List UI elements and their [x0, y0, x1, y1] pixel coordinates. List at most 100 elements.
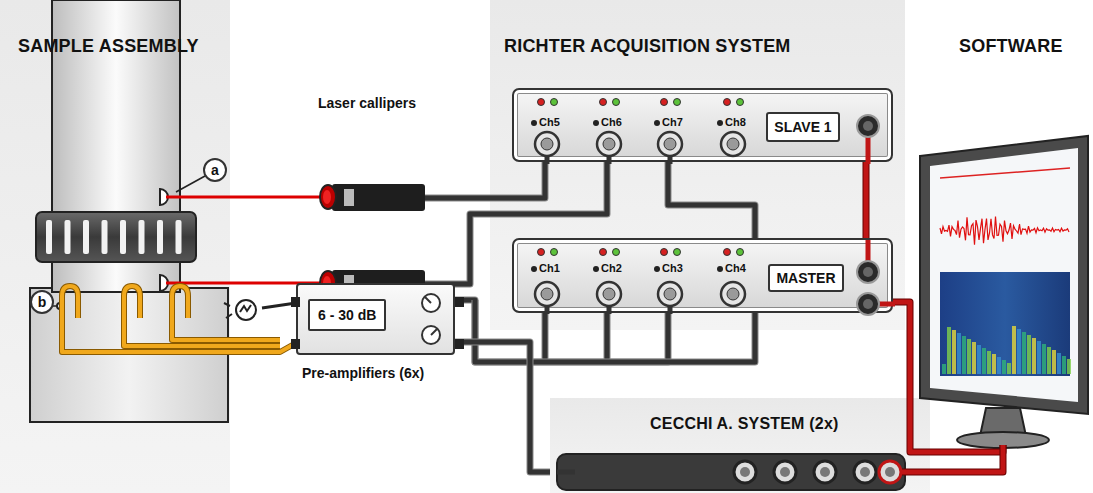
- socket: [814, 461, 836, 483]
- spectrogram-band: [1047, 347, 1051, 374]
- software-panel: SOFTWARE: [915, 28, 1090, 445]
- bnc-socket: [535, 282, 559, 306]
- connector: [455, 339, 464, 349]
- sync-cable: [866, 162, 867, 238]
- status-led: [674, 249, 681, 256]
- status-led: [551, 249, 558, 256]
- socket-pin: [860, 467, 870, 477]
- power-plug: [224, 303, 232, 318]
- channel-button: [593, 120, 599, 126]
- cable: [455, 342, 550, 472]
- spectrogram-band: [977, 345, 981, 374]
- spectrogram-band: [987, 351, 991, 374]
- monitor: [940, 168, 1070, 178]
- ring-slot: [46, 220, 52, 254]
- bnc-pin: [664, 138, 676, 150]
- cable-end: [557, 470, 575, 475]
- connector: [291, 339, 300, 349]
- preamplifier-box: 6 - 30 dBPre-amplifiers (6x): [296, 283, 455, 355]
- status-led: [737, 99, 744, 106]
- cable: [893, 302, 1003, 452]
- spectrogram-band: [1037, 341, 1041, 374]
- ring-slot: [65, 220, 71, 254]
- assembly-panel: SAMPLE ASSEMBLY: [0, 0, 230, 493]
- laser-calliper: [320, 185, 336, 209]
- channel-button: [531, 266, 537, 272]
- bnc-socket: [535, 132, 559, 156]
- status-led: [737, 249, 744, 256]
- bnc-pin: [541, 138, 553, 150]
- ring-slot: [176, 220, 182, 254]
- laser-calliper: [323, 190, 331, 204]
- status-led: [538, 249, 545, 256]
- cable-outline: [930, 445, 1003, 472]
- panel-ground: [490, 0, 905, 330]
- status-led: [661, 99, 668, 106]
- sample-assembly: [36, 212, 196, 262]
- knob-mark: [425, 297, 431, 303]
- connector: [291, 297, 300, 307]
- spectrogram-band: [1052, 350, 1056, 374]
- monitor: [930, 148, 1078, 402]
- sensor-cable: [62, 286, 188, 318]
- bnc-socket: [658, 132, 682, 156]
- status-led: [674, 99, 681, 106]
- sync-cable: [893, 302, 1003, 452]
- channel-button: [717, 120, 723, 126]
- channel-button: [531, 120, 537, 126]
- cable: [864, 162, 869, 238]
- channel-button: [717, 266, 723, 272]
- channel-label: Ch5: [539, 116, 560, 128]
- cable-outline: [455, 342, 550, 472]
- master-unit: Ch1Ch2Ch3Ch4MASTER: [512, 238, 893, 313]
- cecchi-bar: [902, 469, 930, 476]
- section-title: SOFTWARE: [959, 36, 1063, 57]
- cable-outline: [863, 162, 870, 238]
- bnc-socket: [597, 282, 621, 306]
- spectrogram-band: [1032, 338, 1036, 374]
- socket: [879, 461, 901, 483]
- spectrogram-band: [962, 336, 966, 374]
- ring-slot: [139, 220, 145, 254]
- spectrogram-band: [997, 357, 1001, 374]
- status-led: [600, 249, 607, 256]
- callout-letter: a: [203, 158, 227, 182]
- port-pin: [863, 299, 873, 309]
- port: [857, 293, 879, 315]
- sync-cable: [930, 445, 1003, 472]
- status-led: [661, 249, 668, 256]
- part-label: Laser callipers: [318, 95, 416, 111]
- sensor-cable: [62, 286, 296, 352]
- sensor-cable: [62, 296, 296, 352]
- monitor: [940, 217, 1069, 245]
- monitor: [920, 136, 1088, 448]
- port-pin: [863, 121, 873, 131]
- spectrogram-band: [992, 354, 996, 374]
- bnc-pin: [603, 288, 615, 300]
- bnc-pin: [727, 138, 739, 150]
- socket: [854, 461, 876, 483]
- slave-unit: Ch5Ch6Ch7Ch8SLAVE 1: [512, 88, 893, 162]
- laser-beam: [166, 197, 322, 283]
- cecchi-bar: [557, 454, 905, 490]
- sample-assembly: [30, 0, 228, 422]
- acquisition-panel: RICHTER ACQUISITION SYSTEMCh5Ch6Ch7Ch8SL…: [490, 0, 905, 330]
- channel-label: Ch8: [725, 116, 746, 128]
- spectrogram-band: [982, 348, 986, 374]
- panel-ground: [0, 0, 930, 493]
- channel-label: Ch3: [662, 262, 683, 274]
- channel-label: Ch2: [601, 262, 622, 274]
- channel-label: Ch6: [601, 116, 622, 128]
- status-led: [613, 99, 620, 106]
- spectrogram-band: [1017, 329, 1021, 374]
- socket-pin: [885, 467, 895, 477]
- bnc-pin: [664, 288, 676, 300]
- preamplifier-caption: Pre-amplifiers (6x): [302, 365, 424, 381]
- status-led: [724, 249, 731, 256]
- connector: [455, 297, 464, 307]
- sample-assembly: [46, 220, 182, 254]
- laser-beam: [166, 196, 322, 199]
- spectrogram-band: [1067, 359, 1071, 374]
- section-title: RICHTER ACQUISITION SYSTEM: [504, 36, 791, 57]
